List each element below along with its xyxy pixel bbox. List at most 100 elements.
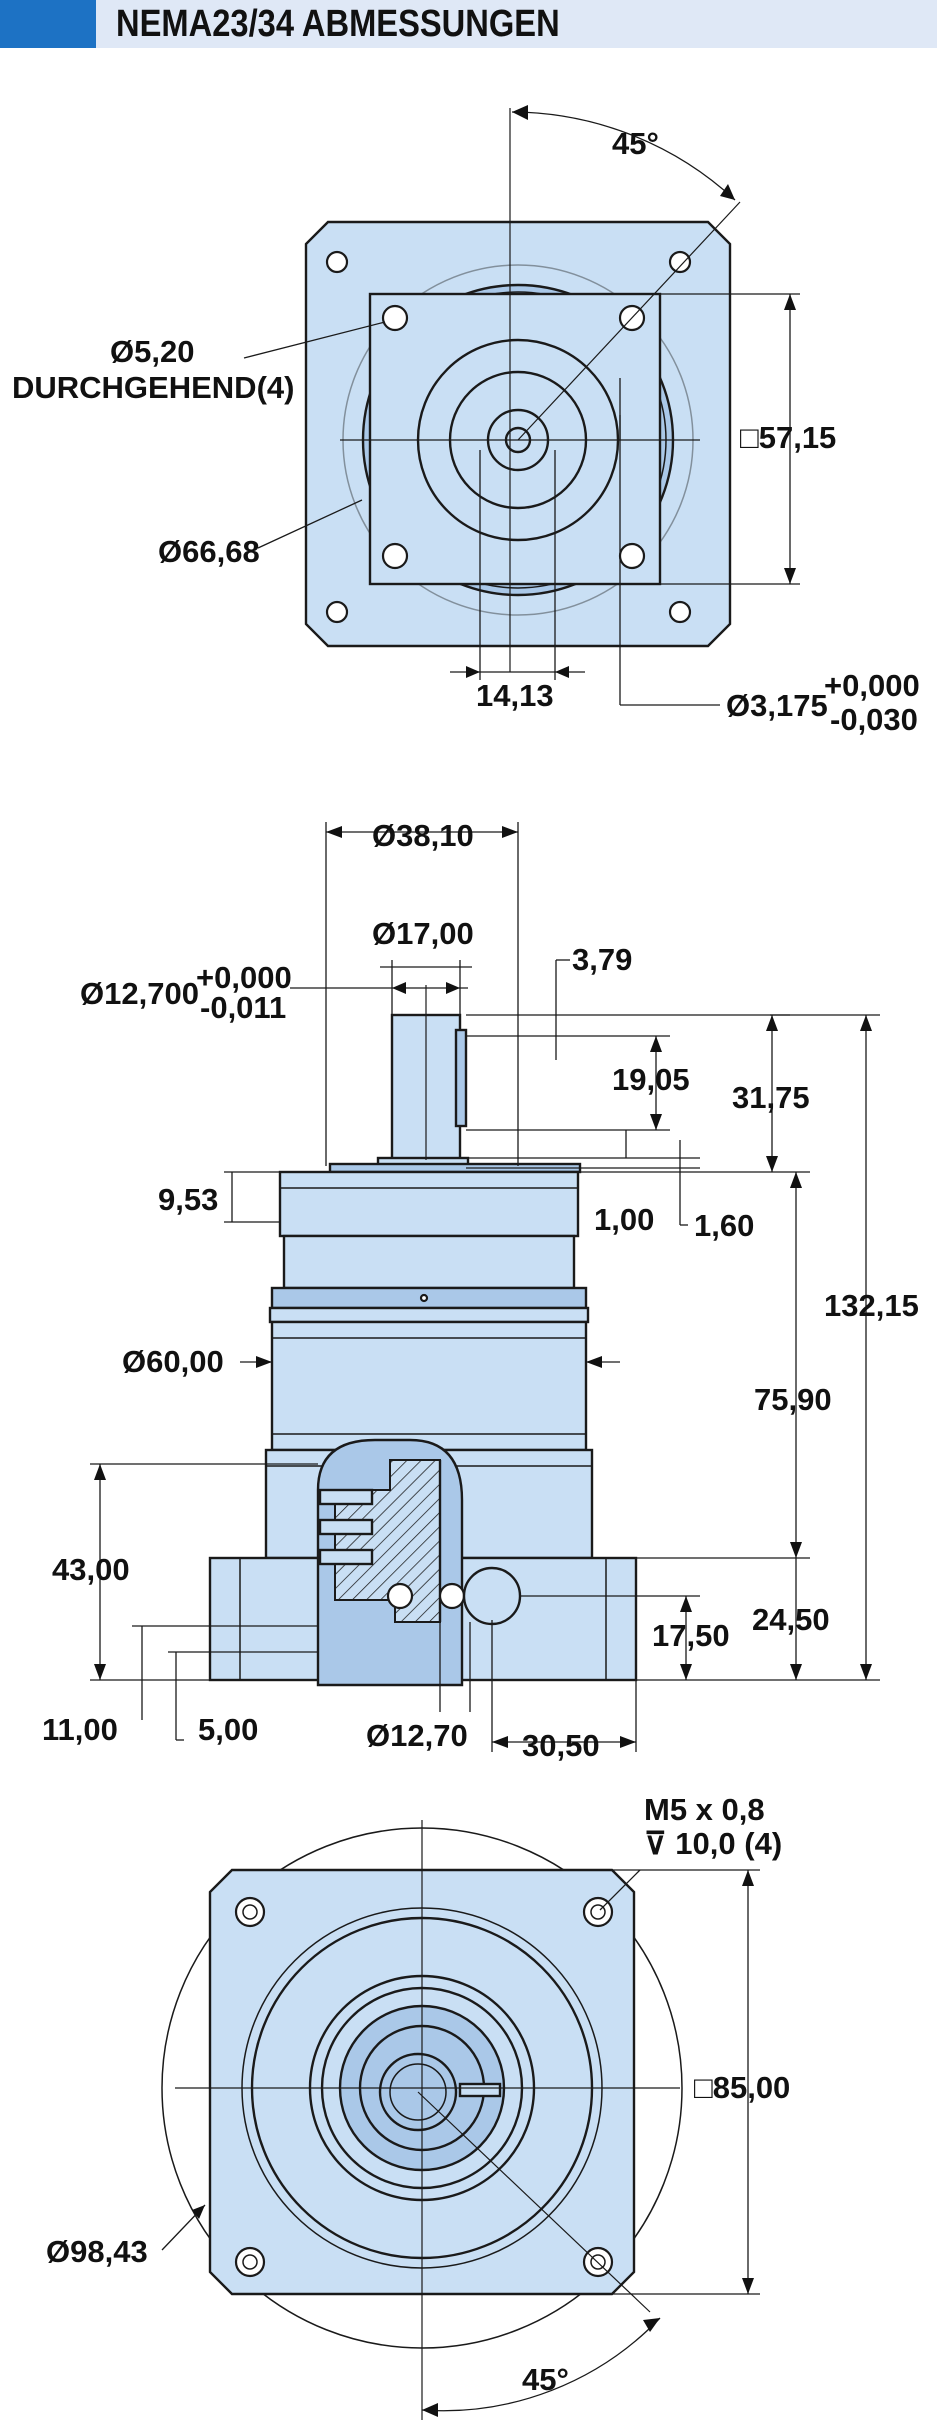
side-d1750-label: 17,50 xyxy=(652,1618,730,1653)
top-tol-minus-label: -0,030 xyxy=(830,702,918,737)
arrow xyxy=(446,982,460,994)
side-cutaway-gear xyxy=(318,1518,374,1536)
top-corner-hole xyxy=(325,250,349,274)
arrow xyxy=(650,1036,662,1052)
bottom-tapped-hole-inner xyxy=(242,1904,258,1920)
arrow xyxy=(326,826,342,838)
top-through-hole xyxy=(381,542,409,570)
bottom-bore-inner xyxy=(389,2063,447,2121)
top-pilot-dia-label: Ø66,68 xyxy=(158,534,260,569)
arrow xyxy=(466,666,480,678)
side-main-body xyxy=(270,1320,588,1452)
bottom-view xyxy=(161,1820,760,2420)
top-angle-arc xyxy=(511,111,736,201)
arrow xyxy=(256,1356,272,1368)
top-tol-plus-label: +0,000 xyxy=(824,668,920,703)
side-upper-body xyxy=(282,1234,576,1290)
arrow xyxy=(742,1870,754,1886)
top-square-label: □57,15 xyxy=(740,420,836,455)
side-d3175-label: 31,75 xyxy=(732,1080,810,1115)
arrow xyxy=(192,2205,205,2219)
arrow xyxy=(860,1015,872,1031)
bottom-tapped-hole xyxy=(234,1896,266,1928)
arrow xyxy=(555,666,569,678)
top-shaft-dia-label: Ø3,175 xyxy=(726,688,828,723)
bottom-square-label: □85,00 xyxy=(694,2070,790,2105)
arrow xyxy=(742,2278,754,2294)
leader-line xyxy=(599,1869,641,1911)
side-dia1270-label: Ø12,70 xyxy=(366,1718,468,1753)
bottom-tapped-hole-inner xyxy=(590,1904,606,1920)
side-shaft-key xyxy=(454,1028,468,1128)
arrow xyxy=(790,1542,802,1558)
top-angle-label: 45° xyxy=(612,126,659,161)
arrow xyxy=(94,1464,106,1480)
arrow xyxy=(766,1156,778,1172)
top-hole-dia-label: Ø5,20 xyxy=(110,334,194,369)
arrow xyxy=(784,568,796,584)
bottom-input-bore xyxy=(378,2052,458,2132)
side-d4300-label: 43,00 xyxy=(52,1552,130,1587)
arrow xyxy=(766,1015,778,1031)
side-d3050-label: 30,50 xyxy=(522,1728,600,1763)
leader-line xyxy=(257,499,363,549)
side-d500-label: 5,00 xyxy=(198,1712,258,1747)
bottom-tapped-hole-inner xyxy=(590,2254,606,2270)
side-base-hole xyxy=(386,1582,414,1610)
arrow xyxy=(720,184,735,200)
bottom-angle-arc xyxy=(421,2317,661,2412)
top-corner-hole xyxy=(325,600,349,624)
side-d379-label: 3,79 xyxy=(572,942,632,977)
bottom-diagonal-line xyxy=(417,2091,651,2313)
side-d2450-label: 24,50 xyxy=(752,1602,830,1637)
header-accent xyxy=(0,0,96,48)
top-through-hole xyxy=(381,304,409,332)
side-d1905-label: 19,05 xyxy=(612,1062,690,1097)
side-d100-label: 1,00 xyxy=(594,1202,654,1237)
side-cutaway-gear xyxy=(318,1488,374,1506)
side-ring-band xyxy=(270,1286,588,1310)
side-input-bore xyxy=(462,1566,522,1626)
top-offset-label: 14,13 xyxy=(476,678,554,713)
top-corner-hole xyxy=(668,600,692,624)
arrow xyxy=(586,1356,602,1368)
page-title: NEMA23/34 ABMESSUNGEN xyxy=(116,3,560,45)
arrow xyxy=(650,1114,662,1130)
arrow xyxy=(512,105,528,120)
side-ring-band-2 xyxy=(268,1306,590,1324)
arrow xyxy=(392,982,406,994)
side-shaft-dia-label: Ø12,700 xyxy=(80,976,199,1011)
arrow xyxy=(790,1664,802,1680)
bottom-keyway xyxy=(458,2082,502,2098)
top-through-hole xyxy=(618,542,646,570)
arrow xyxy=(790,1172,802,1188)
arrow xyxy=(94,1664,106,1680)
side-d13215-label: 132,15 xyxy=(824,1288,919,1323)
side-d1100-label: 11,00 xyxy=(42,1712,118,1747)
leader-line xyxy=(243,321,386,359)
bottom-thread-label: M5 x 0,8 xyxy=(644,1792,765,1827)
bottom-thread-depth-label: ⊽ 10,0 (4) xyxy=(644,1826,782,1861)
arrow xyxy=(784,294,796,310)
side-d7590-label: 75,90 xyxy=(754,1382,832,1417)
side-tol-minus-label: -0,011 xyxy=(200,990,286,1025)
arrow xyxy=(680,1664,692,1680)
header-bar: NEMA23/34 ABMESSUNGEN xyxy=(0,0,937,48)
arrow xyxy=(502,826,518,838)
top-hole-note-label: DURCHGEHEND(4) xyxy=(12,370,294,405)
arrow xyxy=(643,2318,660,2332)
arrow xyxy=(492,1736,508,1748)
side-dia60-label: Ø60,00 xyxy=(122,1344,224,1379)
top-view xyxy=(243,105,800,706)
bottom-tapped-hole-inner xyxy=(242,2254,258,2270)
side-d953-label: 9,53 xyxy=(158,1182,218,1217)
bottom-angle-label: 45° xyxy=(522,2362,569,2397)
bottom-bolt-circle-label: Ø98,43 xyxy=(46,2234,148,2269)
side-mark xyxy=(419,1293,429,1303)
side-d160-label: 1,60 xyxy=(694,1208,754,1243)
side-view xyxy=(90,822,880,1752)
arrow xyxy=(680,1596,692,1612)
side-dia17-label: Ø17,00 xyxy=(372,916,474,951)
side-base-hole xyxy=(438,1582,466,1610)
